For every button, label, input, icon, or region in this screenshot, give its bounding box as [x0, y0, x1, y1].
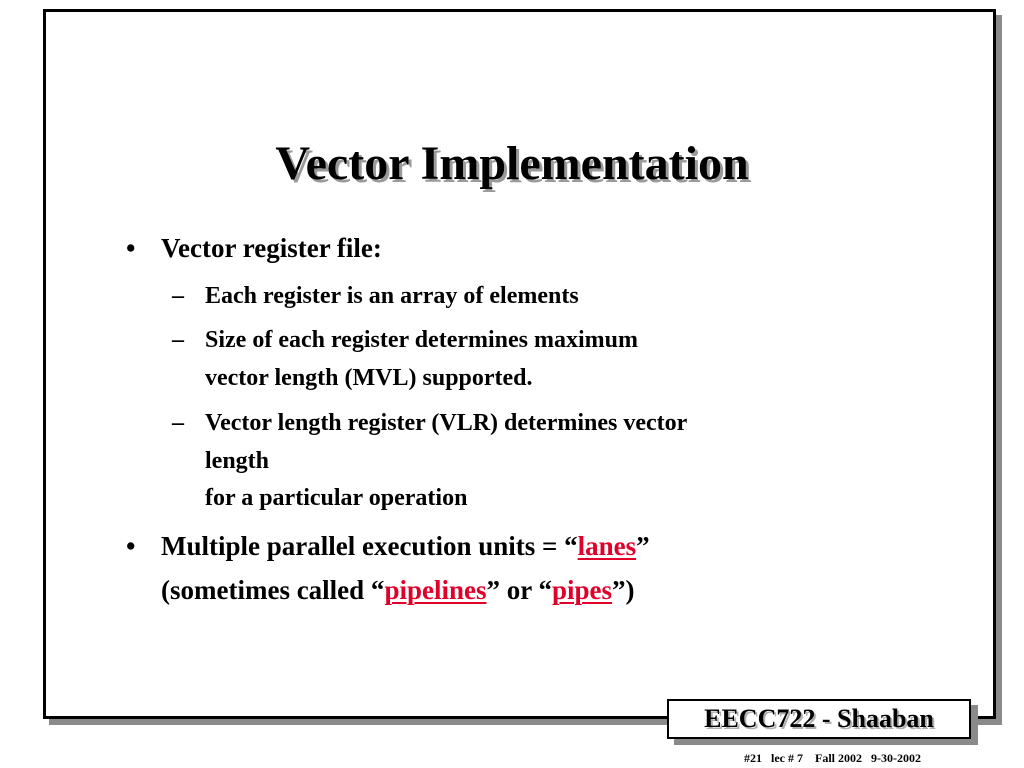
bullet-vector-register-file: Vector register file:: [161, 233, 382, 263]
sub-bullet-register-size-line2: vector length (MVL) supported.: [205, 365, 533, 391]
dash-marker: –: [172, 283, 184, 309]
sub-bullet-vlr-line3: for a particular operation: [205, 485, 468, 511]
bullet-text: ”): [612, 575, 635, 605]
dash-marker: –: [172, 327, 184, 353]
sub-bullet-array-of-elements: Each register is an array of elements: [205, 283, 579, 309]
bullet-text: (sometimes called “: [161, 575, 385, 605]
bullet-text: ” or “: [486, 575, 552, 605]
bullet-marker: •: [126, 531, 136, 561]
term-pipes: pipes: [551, 575, 612, 605]
bullet-text: Multiple parallel execution units = “: [161, 531, 578, 561]
slide-title: Vector Implementation: [275, 137, 749, 190]
slide-footer: #21 lec # 7 Fall 2002 9-30-2002: [744, 751, 921, 765]
bullet-text: ”: [636, 531, 650, 561]
dash-marker: –: [172, 410, 184, 436]
term-pipelines: pipelines: [384, 575, 487, 605]
sub-bullet-register-size-line1: Size of each register determines maximum: [205, 327, 638, 353]
slide-frame: [43, 9, 996, 719]
bullet-parallel-units-line2: (sometimes called “pipelines” or “pipes”…: [161, 572, 635, 609]
bullet-marker: •: [126, 233, 136, 263]
sub-bullet-vlr-line2: length: [205, 448, 270, 474]
term-lanes: lanes: [577, 531, 637, 561]
sub-bullet-vlr-line1: Vector length register (VLR) determines …: [205, 410, 688, 436]
course-badge: EECC722 - Shaaban: [667, 699, 971, 739]
bullet-parallel-units-line1: Multiple parallel execution units = “lan…: [161, 528, 650, 565]
